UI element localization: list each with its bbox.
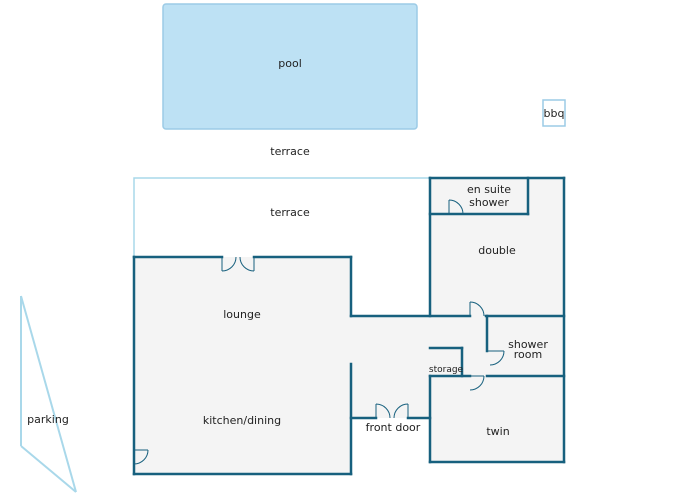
shower-room-label: shower: [508, 338, 548, 351]
double-door-icon: [469, 301, 485, 317]
front-door-icon: [375, 403, 409, 419]
kitchen-dining-label: kitchen/dining: [203, 414, 281, 427]
walls: [132, 176, 566, 476]
twin-label: twin: [486, 425, 509, 438]
house-floor: [134, 178, 564, 474]
en-suite-door-icon: [448, 199, 464, 215]
pool-label: pool: [278, 57, 302, 70]
twin-door-icon: [469, 375, 485, 391]
parking-label: parking: [27, 413, 69, 426]
en-suite-label-2: shower: [469, 196, 509, 209]
storage-label: storage: [429, 365, 464, 375]
terrace-outer-label: terrace: [270, 145, 310, 158]
lounge-label: lounge: [223, 308, 261, 321]
lounge-door-icon: [221, 256, 255, 272]
pool: [162, 3, 418, 130]
bbq-label: bbq: [544, 107, 565, 120]
terrace-inner-label: terrace: [270, 206, 310, 219]
parking-lines: [20, 295, 77, 493]
en-suite-label: en suite: [467, 183, 511, 196]
bbq: [542, 99, 566, 127]
shower-room-label-2: room: [514, 348, 542, 361]
doors: [133, 199, 505, 465]
double-label: double: [478, 244, 516, 257]
front-door-label: front door: [366, 421, 421, 434]
shower-room-door-icon: [487, 350, 505, 366]
kitchen-door-icon: [133, 449, 149, 465]
terrace-outline: [133, 177, 430, 257]
